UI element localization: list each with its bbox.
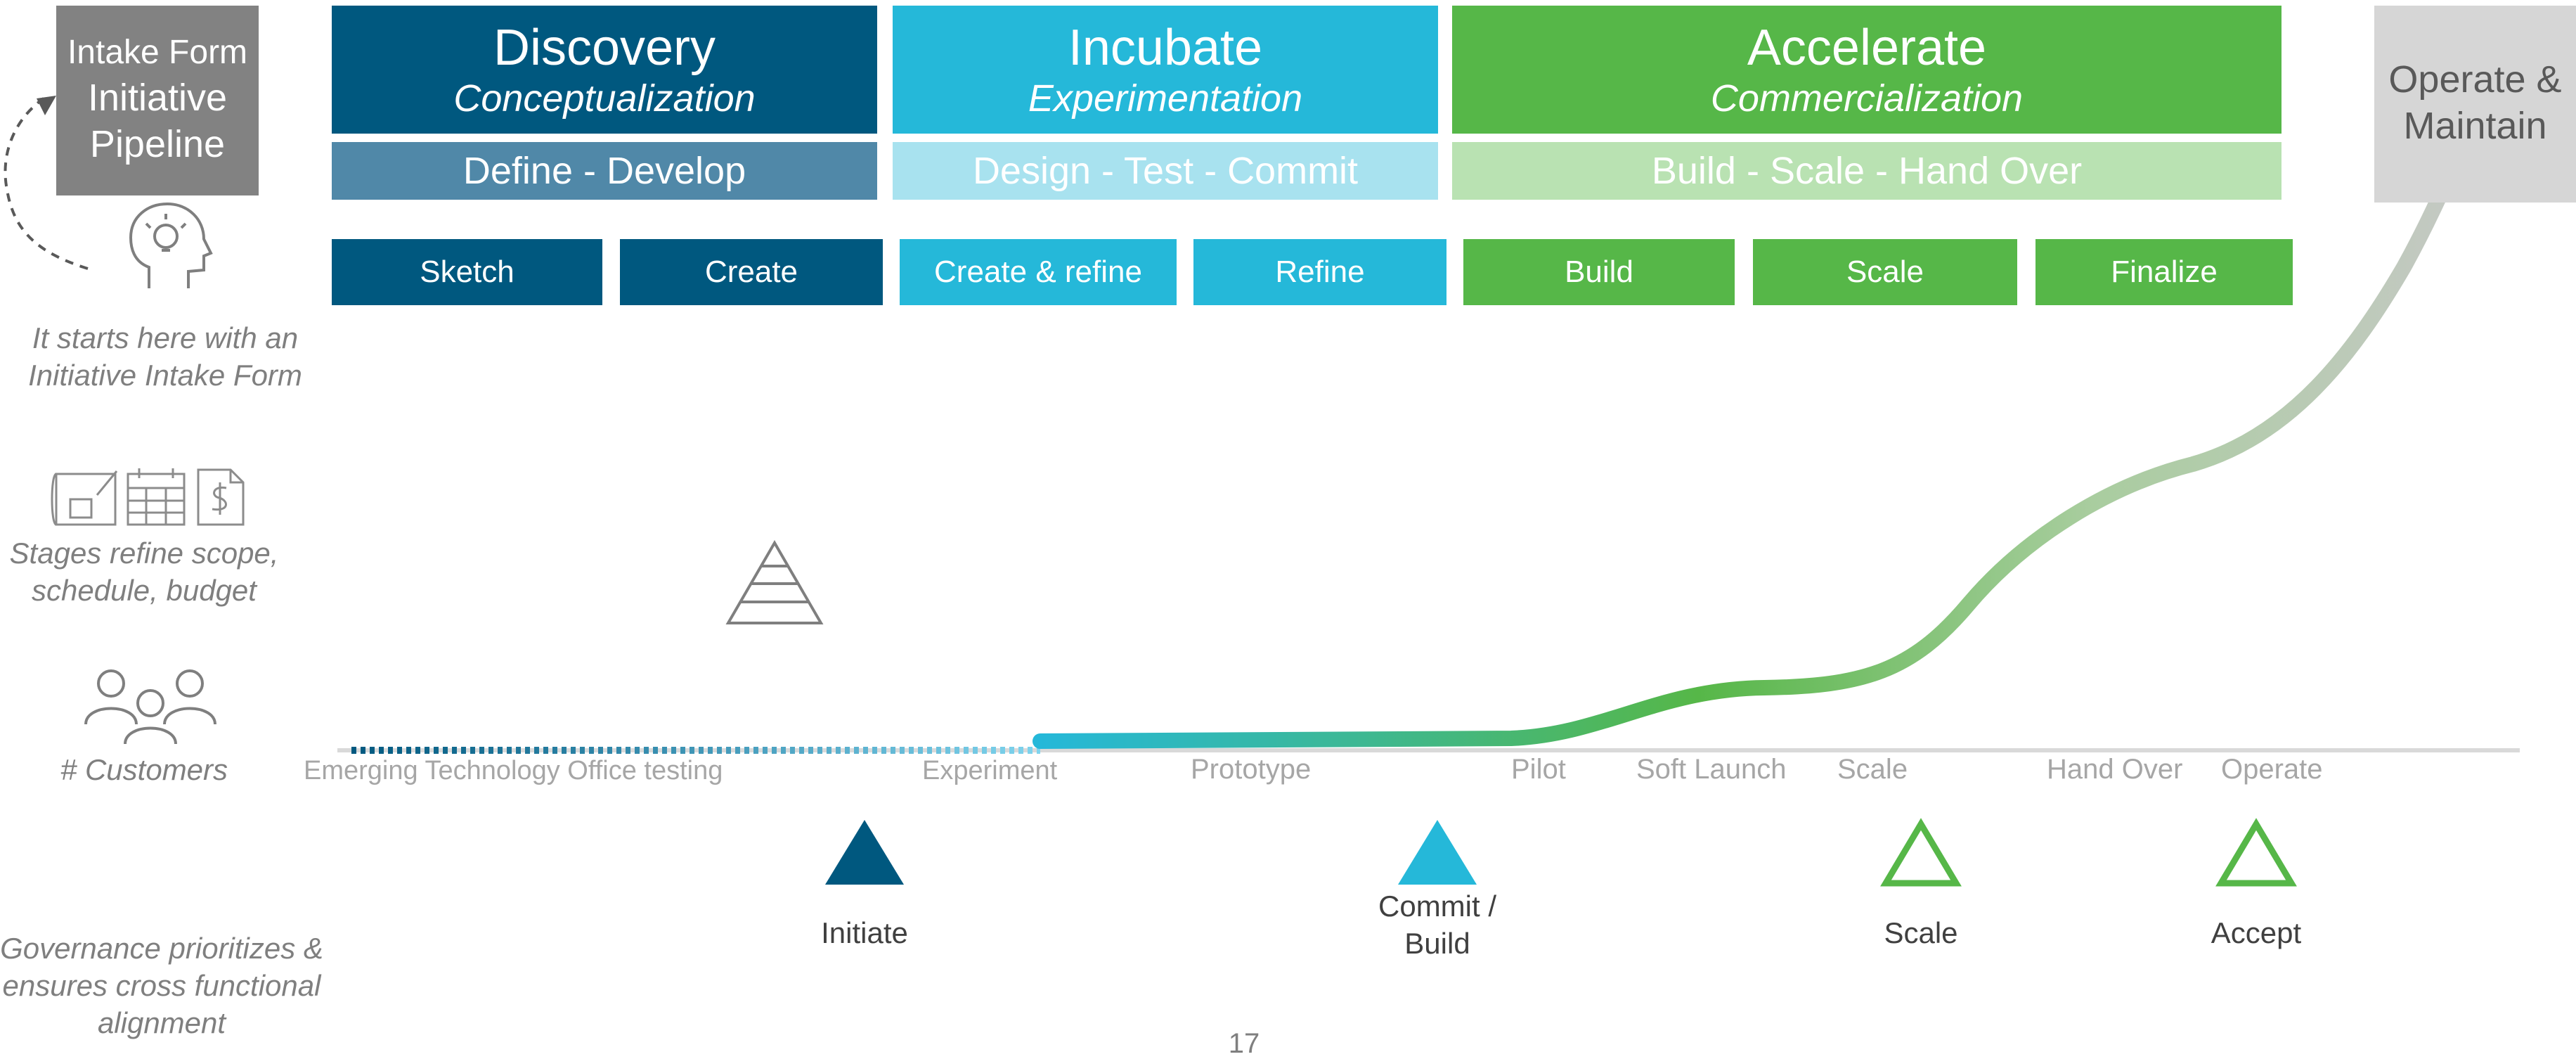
intake-loop-arrowhead — [37, 96, 56, 115]
intake-line2: Initiative — [87, 77, 228, 119]
step-create-refine: Create & refine — [900, 239, 1177, 305]
phase-title: Accelerate — [1747, 20, 1987, 76]
side-note-line: Governance prioritizes & — [0, 932, 323, 965]
gate-accept-label: Accept — [2211, 916, 2302, 949]
adoption-curve — [1033, 98, 2489, 749]
page-number: 17 — [1228, 1028, 1260, 1059]
band-discovery: Define - Develop — [332, 142, 877, 200]
gate-commit-label: Commit / Build — [1332, 887, 1543, 962]
axis-label-operate: Operate — [2221, 754, 2323, 785]
phase-subtitle: Experimentation — [1028, 77, 1303, 120]
side-note-intake: It starts here with an Initiative Intake… — [0, 319, 330, 394]
side-note-line: schedule, budget — [32, 574, 257, 607]
step-refine: Refine — [1193, 239, 1446, 305]
axis-label-soft-launch: Soft Launch — [1636, 754, 1787, 785]
band-accelerate: Build - Scale - Hand Over — [1452, 142, 2281, 200]
step-sketch: Sketch — [332, 239, 602, 305]
axis-label-hand-over: Hand Over — [2047, 754, 2183, 785]
phase-subtitle: Commercialization — [1710, 77, 2024, 120]
operate-box: Operate & Maintain — [2374, 6, 2576, 203]
phase-title: Incubate — [1068, 20, 1263, 76]
step-finalize: Finalize — [2035, 239, 2293, 305]
side-note-customers: # Customers — [60, 753, 228, 786]
side-note-line: ensures cross functional — [2, 969, 321, 1002]
side-note-line: It starts here with an — [32, 321, 299, 354]
band-incubate: Design - Test - Commit — [893, 142, 1438, 200]
intake-loop-arrow — [4, 97, 89, 270]
phase-discovery: Discovery Conceptualization — [332, 6, 877, 134]
phase-title: Discovery — [493, 20, 716, 76]
gate-commit-line2: Build — [1404, 927, 1470, 960]
side-note-line: Initiative Intake Form — [28, 359, 302, 392]
gate-commit-line1: Commit / — [1378, 890, 1496, 923]
operate-line2: Maintain — [2403, 105, 2547, 147]
intake-line1: Intake Form — [67, 34, 248, 71]
side-note-governance: Governance prioritizes & ensures cross f… — [0, 930, 344, 1041]
operate-line1: Operate & — [2388, 58, 2562, 101]
step-create: Create — [620, 239, 883, 305]
step-scale: Scale — [1753, 239, 2017, 305]
phase-incubate: Incubate Experimentation — [893, 6, 1438, 134]
phase-accelerate: Accelerate Commercialization — [1452, 6, 2281, 134]
side-note-line: Stages refine scope, — [9, 537, 279, 570]
side-note-stages: Stages refine scope, schedule, budget — [0, 534, 309, 609]
gate-scale-label: Scale — [1884, 916, 1958, 949]
gate-initiate-label: Initiate — [821, 916, 908, 949]
side-note-line: alignment — [97, 1006, 226, 1039]
intake-line3: Pipeline — [89, 123, 226, 165]
axis-label-scale: Scale — [1837, 754, 1908, 785]
intake-box: Intake Form Initiative Pipeline — [56, 6, 259, 195]
axis-label-experiment: Experiment — [922, 756, 1058, 785]
axis-label-eto-testing: Emerging Technology Office testing — [304, 756, 723, 785]
step-build: Build — [1463, 239, 1735, 305]
phase-subtitle: Conceptualization — [453, 77, 756, 120]
axis-label-pilot: Pilot — [1511, 754, 1566, 785]
axis-label-prototype: Prototype — [1191, 754, 1312, 785]
